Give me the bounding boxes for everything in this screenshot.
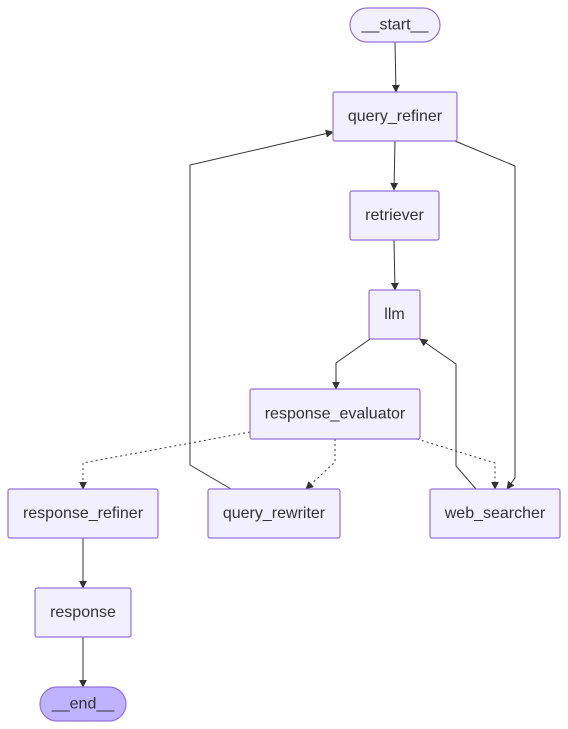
edge-retriever-to-llm — [390, 239, 399, 291]
node-label-response-refiner: response_refiner — [23, 505, 144, 522]
edge-response-evaluator-to-query-rewriter — [305, 439, 336, 490]
edges — [79, 41, 516, 688]
node-response-evaluator[interactable]: response_evaluator — [249, 388, 421, 440]
node-llm[interactable]: llm — [368, 289, 421, 340]
node-label-query-rewriter: query_rewriter — [223, 505, 326, 522]
node-label-web-searcher: web_searcher — [444, 505, 546, 522]
node-web-searcher[interactable]: web_searcher — [429, 488, 561, 539]
edge-query-refiner-to-retriever — [390, 140, 399, 191]
node-query-refiner[interactable]: query_refiner — [332, 91, 458, 142]
node-query-rewriter[interactable]: query_rewriter — [207, 488, 341, 539]
edge-response-evaluator-to-response-refiner — [79, 431, 251, 490]
edge-response-evaluator-to-web-searcher — [416, 438, 499, 490]
node-response-refiner[interactable]: response_refiner — [7, 488, 159, 539]
edge-web-searcher-to-llm — [419, 338, 477, 490]
node-label-retriever: retriever — [365, 207, 424, 224]
node-label-response: response — [50, 604, 116, 621]
edge-start-to-query-refiner — [391, 41, 400, 93]
edge-llm-to-response-evaluator — [332, 338, 371, 390]
node-label-llm: llm — [384, 306, 404, 323]
node-response[interactable]: response — [34, 587, 132, 638]
node-retriever[interactable]: retriever — [349, 190, 440, 241]
edge-query-refiner-to-web-searcher — [454, 140, 516, 490]
node-start[interactable]: __start__ — [349, 7, 441, 43]
node-label-query-refiner: query_refiner — [348, 108, 443, 125]
node-label-response-evaluator: response_evaluator — [265, 406, 406, 423]
node-label-start: __start__ — [361, 17, 430, 34]
node-end[interactable]: __end__ — [39, 686, 127, 722]
node-label-end: __end__ — [51, 696, 115, 713]
edge-query-rewriter-to-query-refiner — [189, 129, 334, 490]
